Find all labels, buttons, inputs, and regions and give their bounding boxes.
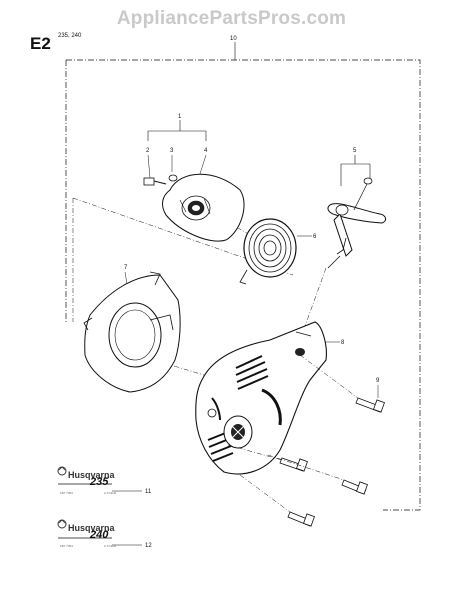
decal-235: Husqvarna 235 1B7 7004 2-TC4H2 [60, 465, 118, 497]
callout-2: 2 [146, 148, 150, 154]
assembly-boundary [66, 59, 421, 511]
callout-4: 4 [204, 148, 208, 154]
decal-code-right: 2-TC4H2 [104, 544, 117, 548]
decal-brand: Husqvarna [68, 523, 115, 533]
husqvarna-logo-icon [57, 519, 67, 529]
callout-11: 11 [145, 489, 152, 495]
starter-housing-part-8 [195, 321, 327, 475]
cover-part-7 [83, 271, 181, 393]
decal-code-left: 1B7 7004 [60, 491, 73, 495]
washer-part-3 [168, 174, 178, 182]
callout-7: 7 [124, 265, 128, 271]
callout-9: 9 [376, 378, 380, 384]
decal-code-right: 2-TC4H2 [104, 491, 117, 495]
decal-model: 235 [90, 476, 109, 488]
starter-handle-part-5 [299, 177, 387, 341]
decal-model: 240 [90, 529, 109, 541]
callout-12: 12 [145, 543, 152, 549]
husqvarna-logo-icon [57, 466, 67, 476]
section-code: E2 [30, 34, 51, 53]
screws-part-9 [227, 354, 385, 527]
callout-10: 10 [230, 36, 237, 42]
decal-brand: Husqvarna [68, 470, 115, 480]
callout-8: 8 [341, 340, 345, 346]
callout-5: 5 [353, 148, 357, 154]
screw-part-2 [143, 177, 167, 186]
decal-240: Husqvarna 240 1B7 7004 2-TC4H2 [60, 518, 118, 550]
pulley-part-4 [162, 173, 245, 242]
watermark: AppliancePartsPros.com [116, 8, 347, 29]
callout-3: 3 [170, 148, 174, 154]
spring-part-6 [239, 218, 297, 285]
callout-6: 6 [313, 234, 317, 240]
callout-1: 1 [178, 114, 182, 120]
section-models: 235, 240 [58, 33, 82, 39]
decal-code-left: 1B7 7004 [60, 544, 73, 548]
